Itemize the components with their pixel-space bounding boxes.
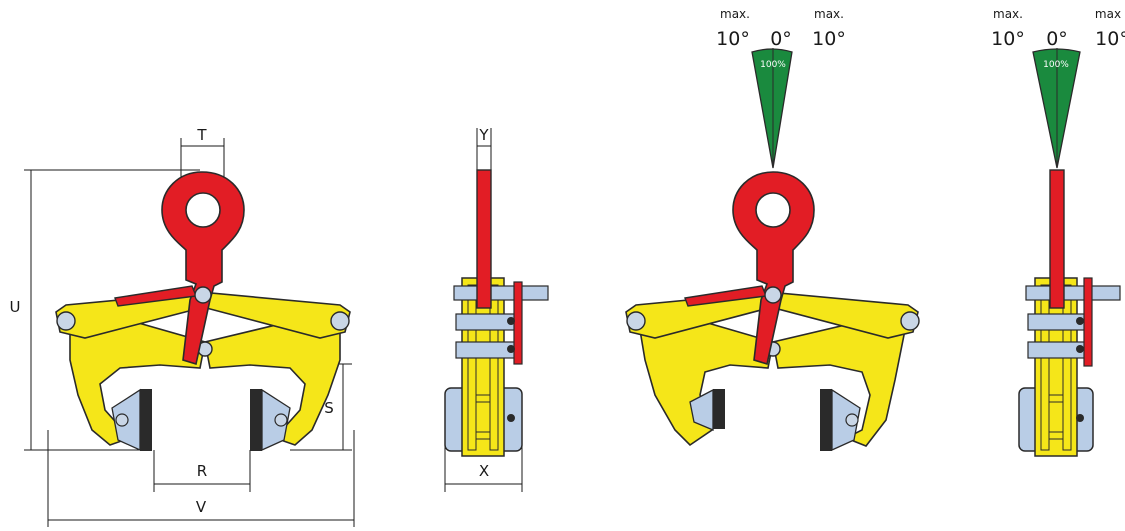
side-slot-2 [475,431,491,440]
pivot-right-a [900,311,920,331]
side-bolt-mid [455,313,517,331]
dimension-label-t: T [196,126,207,144]
side-nut-a2 [1076,345,1084,353]
angle-left-max-label: max. [720,7,750,21]
shackle-eye-a [755,192,791,228]
side-plate-left-a [1040,284,1050,451]
side-bolt-top [453,285,549,301]
angle-right-degree: 10° [812,28,846,50]
pad-left-a [713,389,725,429]
angle2-center-degree: 0° [1046,28,1068,50]
side-shackle-a [1049,169,1065,309]
side-slot-1 [475,394,491,403]
dimension-label-v: V [196,498,207,516]
pad-right-a [820,389,832,451]
dimension-label-y: Y [478,126,489,144]
angle-percent: 100% [760,60,786,70]
side-bolt-top-a [1025,285,1121,301]
side-plate-right-a [1062,284,1072,451]
angle2-percent: 100% [1043,60,1069,70]
pad-holder-left-a [689,388,714,431]
front-view-dimensioned: T U S R V [10,126,355,527]
pivot-left [56,311,76,331]
angle2-left-max-label: max. [993,7,1023,21]
shackle-eye [185,192,221,228]
pivot-left-a [626,311,646,331]
side-lever-a [1083,277,1093,367]
angle-left-degree: 10° [716,28,750,50]
pad-pivot-right-a [845,413,859,427]
side-plate-left [467,284,477,451]
clamp-side [444,169,549,457]
shackle [161,171,245,366]
side-plate-right [489,284,499,451]
side-slot-a1 [1048,394,1064,403]
pad-left [140,389,152,451]
shackle-pivot [194,286,212,304]
side-nut-3 [507,414,515,422]
side-dimension-lines [444,128,523,492]
dimension-label-s: S [324,399,334,417]
side-nut-a3 [1076,414,1084,422]
side-nut-1 [507,317,515,325]
angle-cone [751,48,793,169]
side-lever [513,281,523,365]
pad-right [250,389,262,451]
front-view-angle: max. 10° 0° max. 10° 100% [625,7,920,452]
side-nut-a1 [1076,317,1084,325]
side-shackle [476,169,492,309]
side-slot-a2 [1048,431,1064,440]
angle-center-degree: 0° [770,28,792,50]
clamp-side-angle [1018,169,1121,457]
side-view-angle: max. 10° 0° max 10° 100% [991,7,1125,457]
dimension-label-r: R [197,462,207,480]
shackle-a [732,171,815,366]
side-view-dimensioned: Y X [444,126,549,492]
shackle-pivot-a [764,286,782,304]
dimension-label-x: X [479,462,489,480]
dimension-lines [24,138,355,527]
angle-right-max-label: max. [814,7,844,21]
angle2-right-max-label: max [1095,7,1121,21]
side-nut-2 [507,345,515,353]
pivot-right [330,311,350,331]
clamp-front [55,171,351,452]
angle2-right-degree: 10° [1095,28,1125,50]
clamp-front-angle [625,171,920,452]
pad-pivot-left [115,413,129,427]
pad-pivot-right [274,413,288,427]
side-bolt-low [455,341,517,359]
dimension-label-u: U [10,298,21,316]
angle2-left-degree: 10° [991,28,1025,50]
